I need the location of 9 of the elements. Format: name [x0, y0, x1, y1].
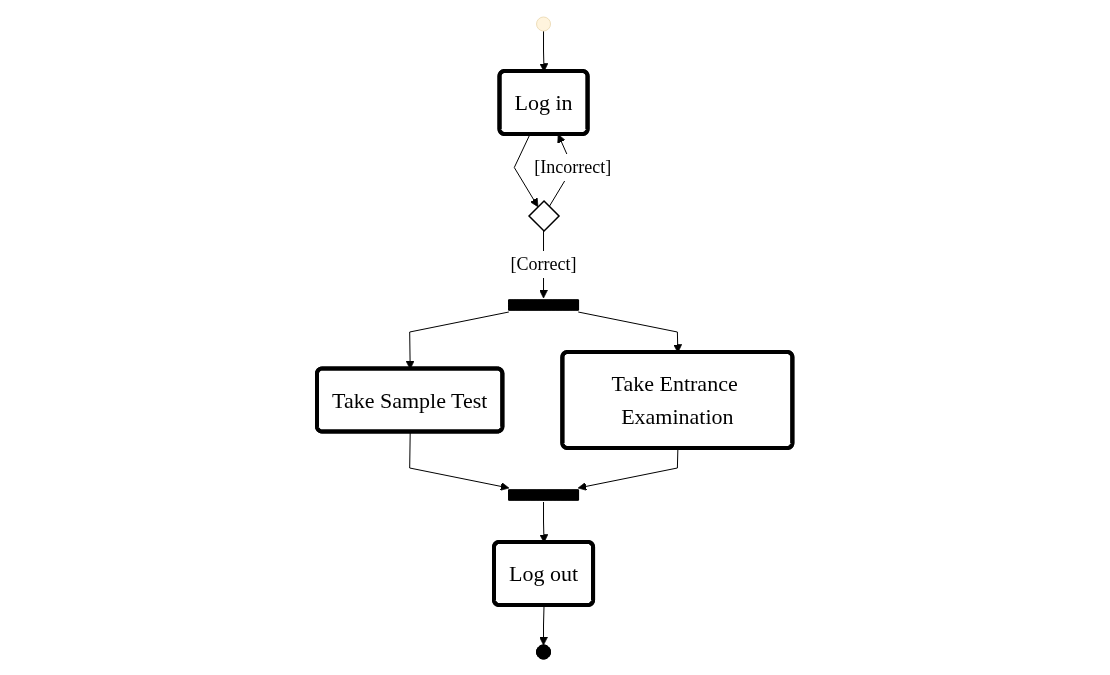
arrow — [514, 133, 539, 207]
arrow — [406, 311, 510, 369]
node-diamond — [528, 199, 561, 232]
node-circle — [536, 16, 552, 31]
arrow — [409, 431, 510, 491]
arrow — [539, 604, 549, 645]
edge-label: [Correct] — [510, 253, 577, 274]
edge-label: [Incorrect] — [534, 156, 612, 177]
arrow — [578, 447, 679, 491]
